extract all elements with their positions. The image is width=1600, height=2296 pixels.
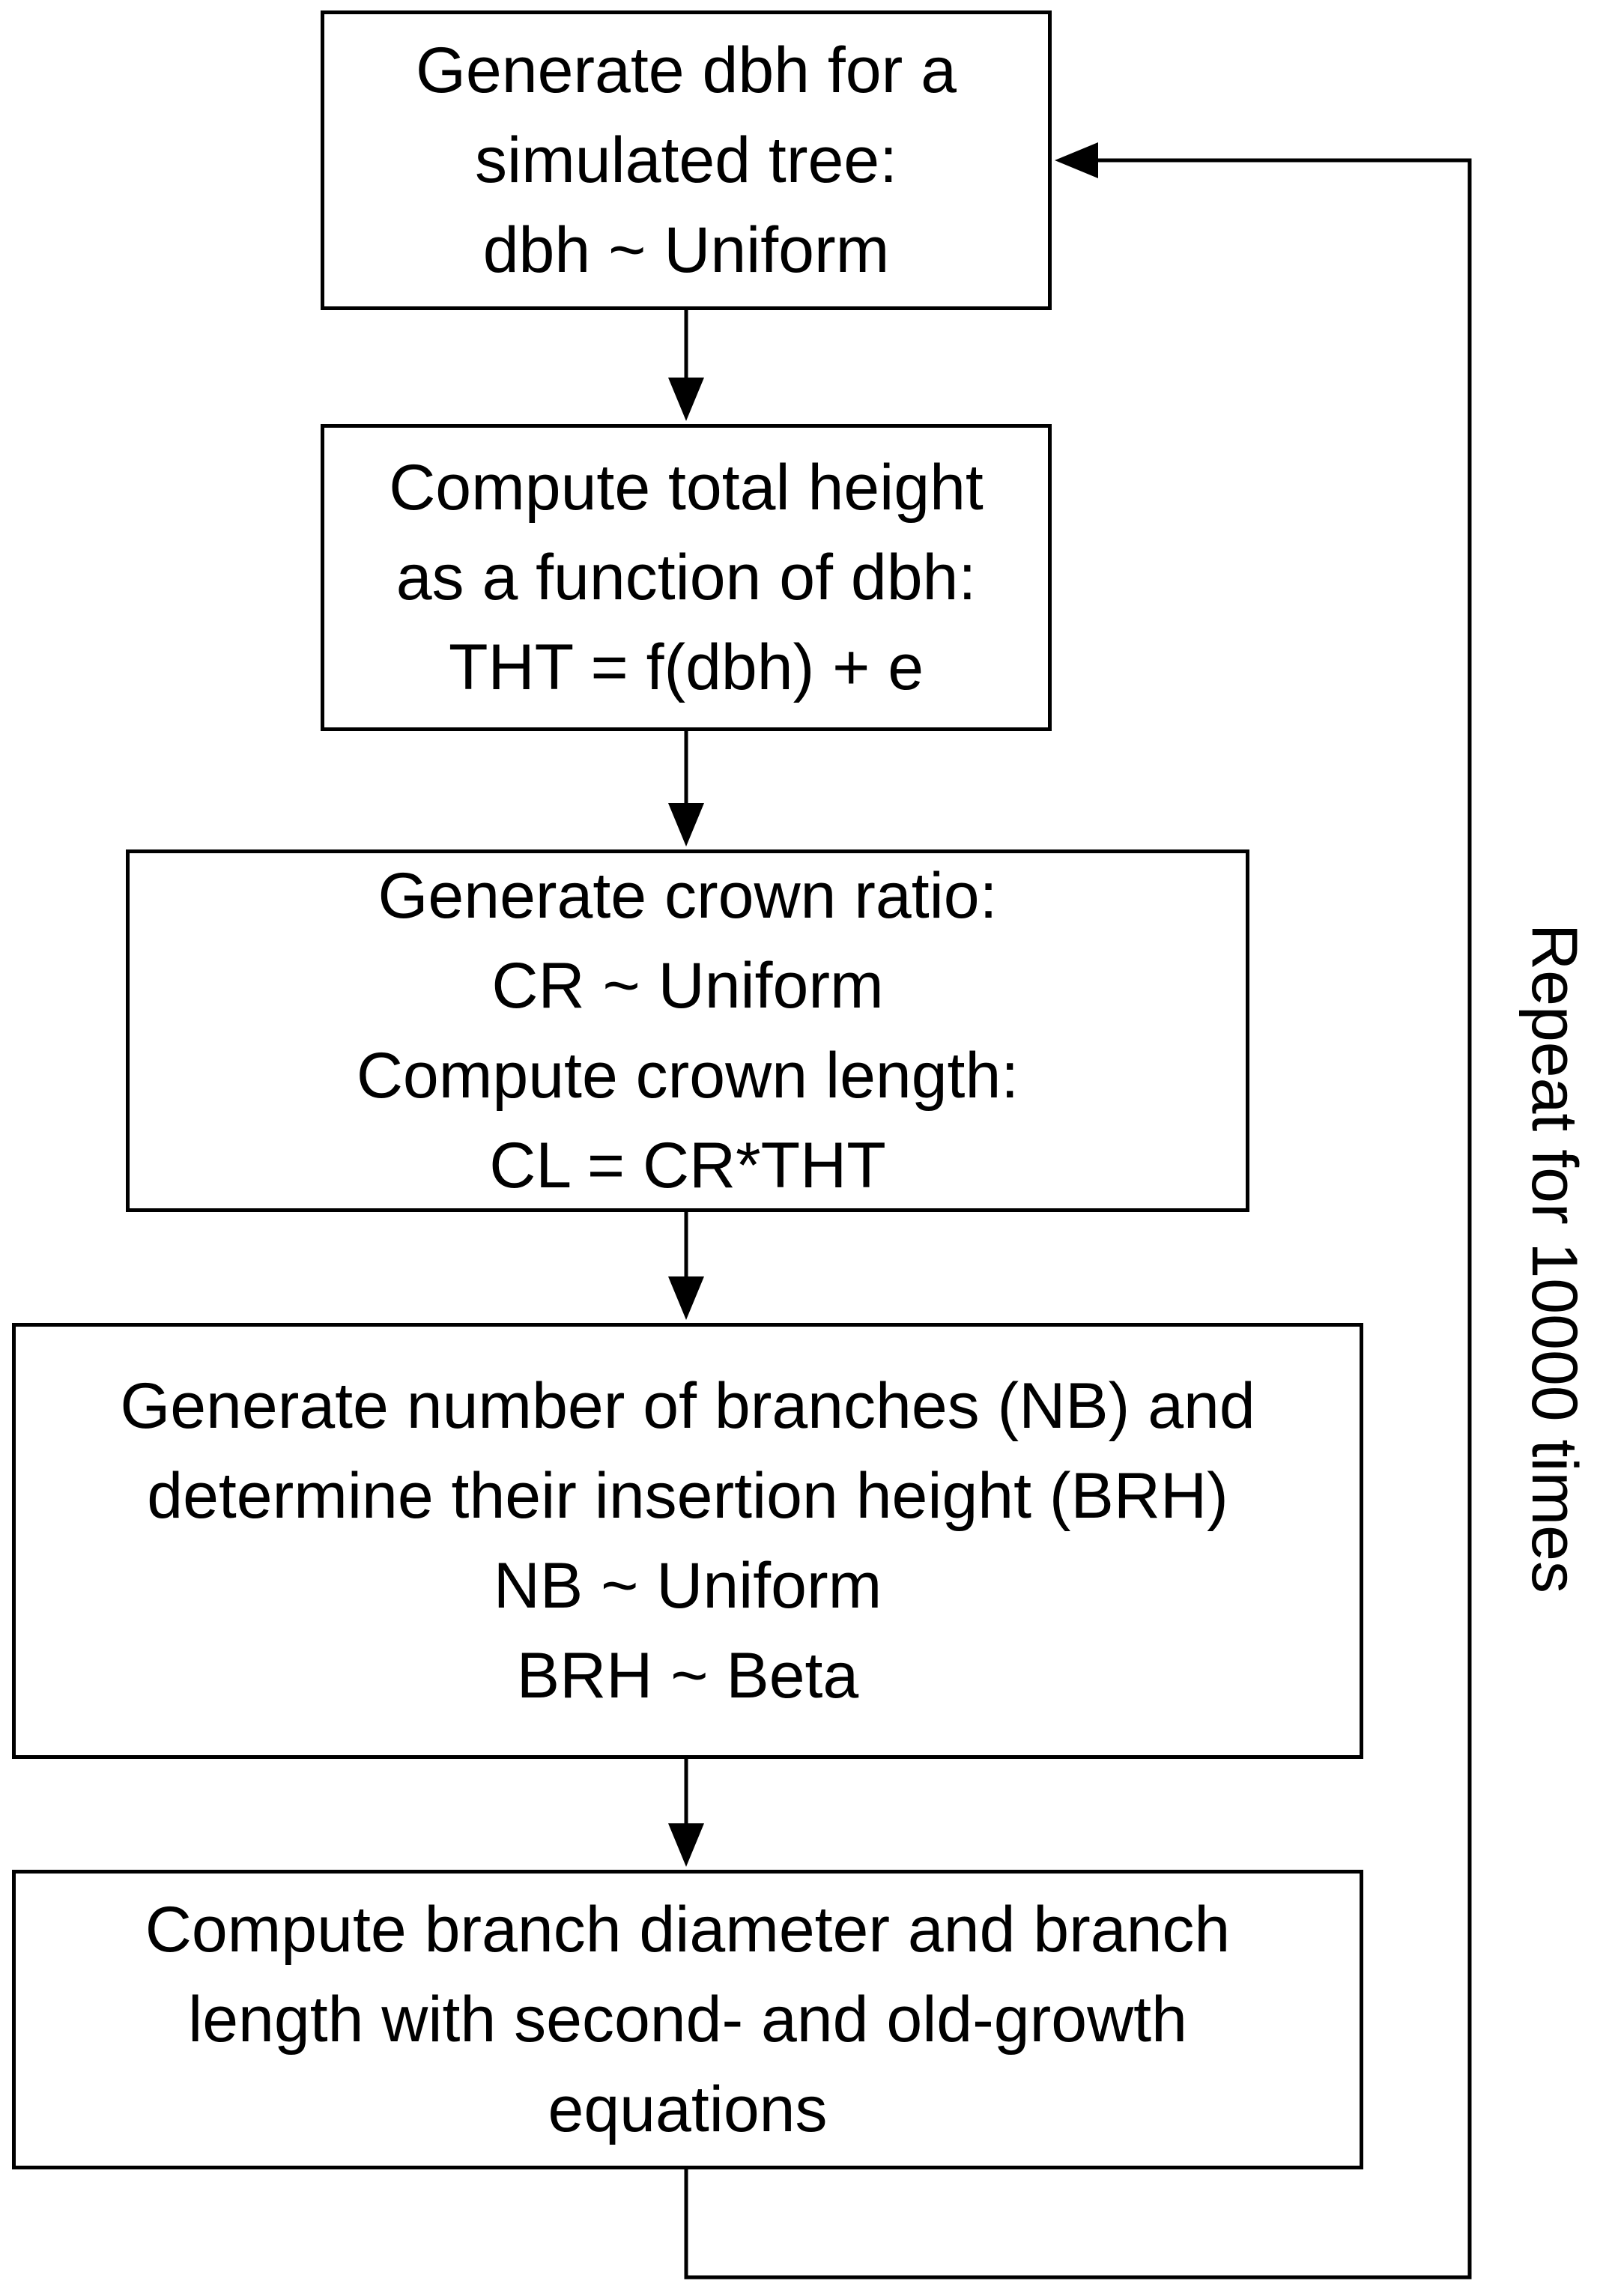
arrowhead-step5 (668, 1823, 704, 1867)
arrowhead-step3 (668, 803, 704, 846)
step-text-line: simulated tree: (474, 124, 898, 196)
step-text-line: Compute crown length: (356, 1040, 1019, 1112)
step-text-line: BRH ~ Beta (516, 1640, 859, 1712)
loop-label: Repeat for 10000 times (1518, 924, 1590, 1593)
step-text-line: THT = f(dbh) + e (448, 631, 924, 703)
step-text-line: equations (548, 2074, 828, 2145)
step-crown: Generate crown ratio: CR ~ Uniform Compu… (126, 849, 1249, 1212)
step-compute-height: Compute total height as a function of db… (321, 424, 1052, 731)
step-branches: Generate number of branches (NB) and det… (12, 1323, 1363, 1759)
step-text-line: CL = CR*THT (489, 1130, 886, 1202)
step-text-line: Compute total height (389, 452, 984, 524)
loop-back-arrowhead (1055, 142, 1098, 178)
step-text-line: Generate crown ratio: (378, 860, 998, 932)
loop-back-connector (684, 158, 1472, 2280)
step-text-line: CR ~ Uniform (491, 950, 884, 1022)
step-generate-dbh: Generate dbh for a simulated tree: dbh ~… (321, 10, 1052, 310)
step-text-line: as a function of dbh: (396, 542, 977, 614)
step-text-line: length with second- and old-growth (188, 1984, 1187, 2056)
step-text-line: Compute branch diameter and branch (145, 1894, 1231, 1966)
step-text-line: Generate dbh for a (416, 34, 957, 106)
step-text-line: NB ~ Uniform (493, 1550, 882, 1622)
step-text-line: dbh ~ Uniform (482, 214, 890, 286)
arrowhead-step4 (668, 1276, 704, 1320)
step-text-line: determine their insertion height (BRH) (147, 1460, 1228, 1532)
arrowhead-step2 (668, 378, 704, 421)
step-text-line: Generate number of branches (NB) and (120, 1370, 1255, 1442)
step-branch-size: Compute branch diameter and branch lengt… (12, 1870, 1363, 2169)
